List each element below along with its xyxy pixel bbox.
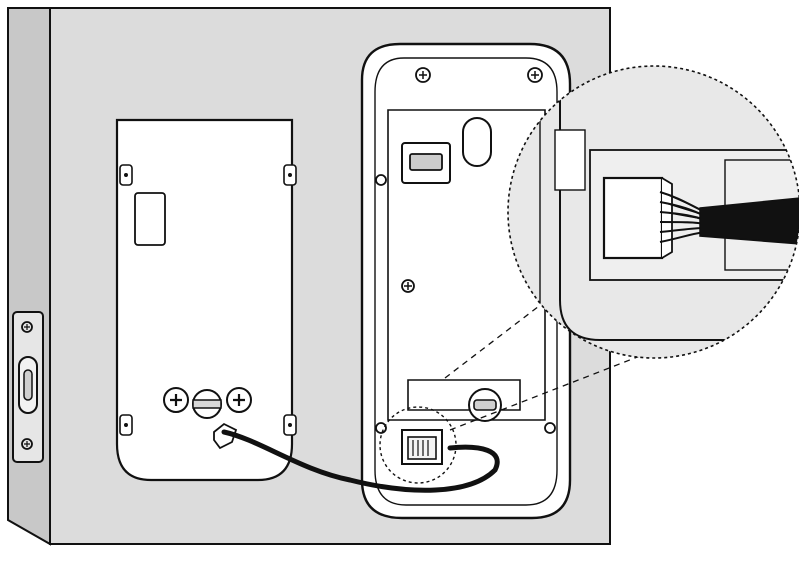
rj-connector: [602, 176, 706, 260]
plate-screw-right: [226, 387, 252, 413]
mounting-plate: [115, 118, 297, 482]
door-edge: [7, 7, 51, 546]
cable: [221, 429, 500, 493]
spindle-hole: [192, 389, 222, 419]
rj-port: [401, 429, 443, 465]
zoom-callout: [507, 65, 799, 359]
plate-screw-left: [163, 387, 189, 413]
zoom-leader-lines: [444, 289, 641, 431]
door-edge-latch: [12, 311, 44, 463]
